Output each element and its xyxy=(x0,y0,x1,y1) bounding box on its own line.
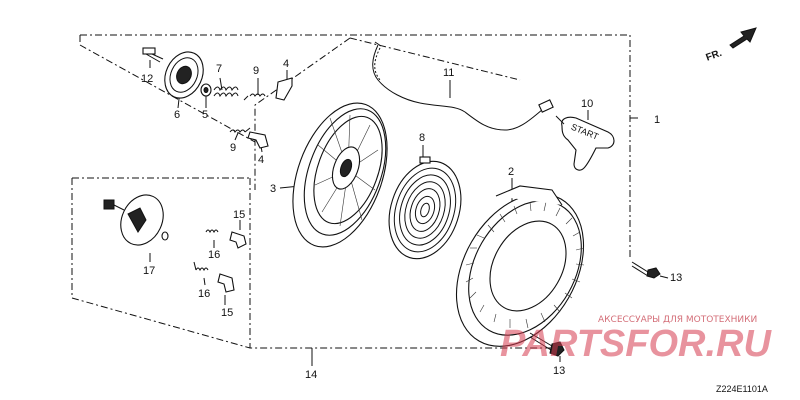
callout-2: 2 xyxy=(508,166,514,178)
direction-label: FR. xyxy=(705,48,724,64)
ratchet-15-lower xyxy=(217,273,235,293)
callout-8: 8 xyxy=(419,132,425,144)
starter-reel xyxy=(292,102,388,248)
callout-15-upper: 15 xyxy=(233,209,245,221)
callout-4-lower: 4 xyxy=(258,154,264,166)
friction-spring xyxy=(213,86,239,98)
callout-13-lower: 13 xyxy=(553,365,565,377)
return-spring-upper xyxy=(243,93,266,101)
spring-16-upper xyxy=(205,229,219,234)
callout-labels: 1 2 3 4 4 5 6 7 8 9 9 10 11 12 13 13 14 … xyxy=(141,58,682,381)
callout-6: 6 xyxy=(174,109,180,121)
assembly-frame-1 xyxy=(79,34,631,258)
spring-16-lower xyxy=(193,261,209,272)
flange-bolt-lower xyxy=(529,332,565,357)
callout-12: 12 xyxy=(141,73,153,85)
callout-13-upper: 13 xyxy=(670,272,682,284)
return-spring-lower xyxy=(229,127,251,133)
callout-7: 7 xyxy=(216,63,222,75)
callout-15-lower: 15 xyxy=(221,307,233,319)
ratchet-guide xyxy=(164,51,204,99)
bolt-12 xyxy=(142,47,164,63)
starter-grip-handle: START xyxy=(555,115,615,171)
washer-5 xyxy=(200,83,212,97)
watermark: АКСЕССУАРЫ ДЛЯ МОТОТЕХНИКИ PARTSFOR.RU xyxy=(500,315,772,365)
callout-9-lower: 9 xyxy=(230,142,236,154)
ratchet-assembly-17 xyxy=(103,194,169,246)
callout-1: 1 xyxy=(654,114,660,126)
watermark-site: PARTSFOR.RU xyxy=(500,323,772,365)
callout-14: 14 xyxy=(305,369,317,381)
callout-16-lower: 16 xyxy=(198,288,210,300)
callout-10: 10 xyxy=(581,98,593,110)
flange-bolt-upper xyxy=(631,261,661,279)
ratchet-lower xyxy=(247,131,269,149)
callout-5: 5 xyxy=(202,109,208,121)
starter-case xyxy=(455,185,585,347)
callout-4-upper: 4 xyxy=(283,58,289,70)
recoil-spring xyxy=(388,156,462,260)
assembly-frame-3 xyxy=(254,37,521,190)
starter-rope xyxy=(372,41,554,131)
callout-9-upper: 9 xyxy=(253,65,259,77)
ratchet-15-upper xyxy=(229,231,247,249)
watermark-tagline: АКСЕССУАРЫ ДЛЯ МОТОТЕХНИКИ xyxy=(598,315,757,325)
drawing-code: Z224E1101A xyxy=(716,384,768,394)
callout-17: 17 xyxy=(143,265,155,277)
callout-16-upper: 16 xyxy=(208,249,220,261)
ratchet-upper xyxy=(275,77,293,101)
callout-11: 11 xyxy=(443,67,454,79)
front-direction-arrow: FR. xyxy=(705,27,757,64)
assembly-frame-14 xyxy=(71,177,560,349)
callout-3: 3 xyxy=(270,183,276,195)
